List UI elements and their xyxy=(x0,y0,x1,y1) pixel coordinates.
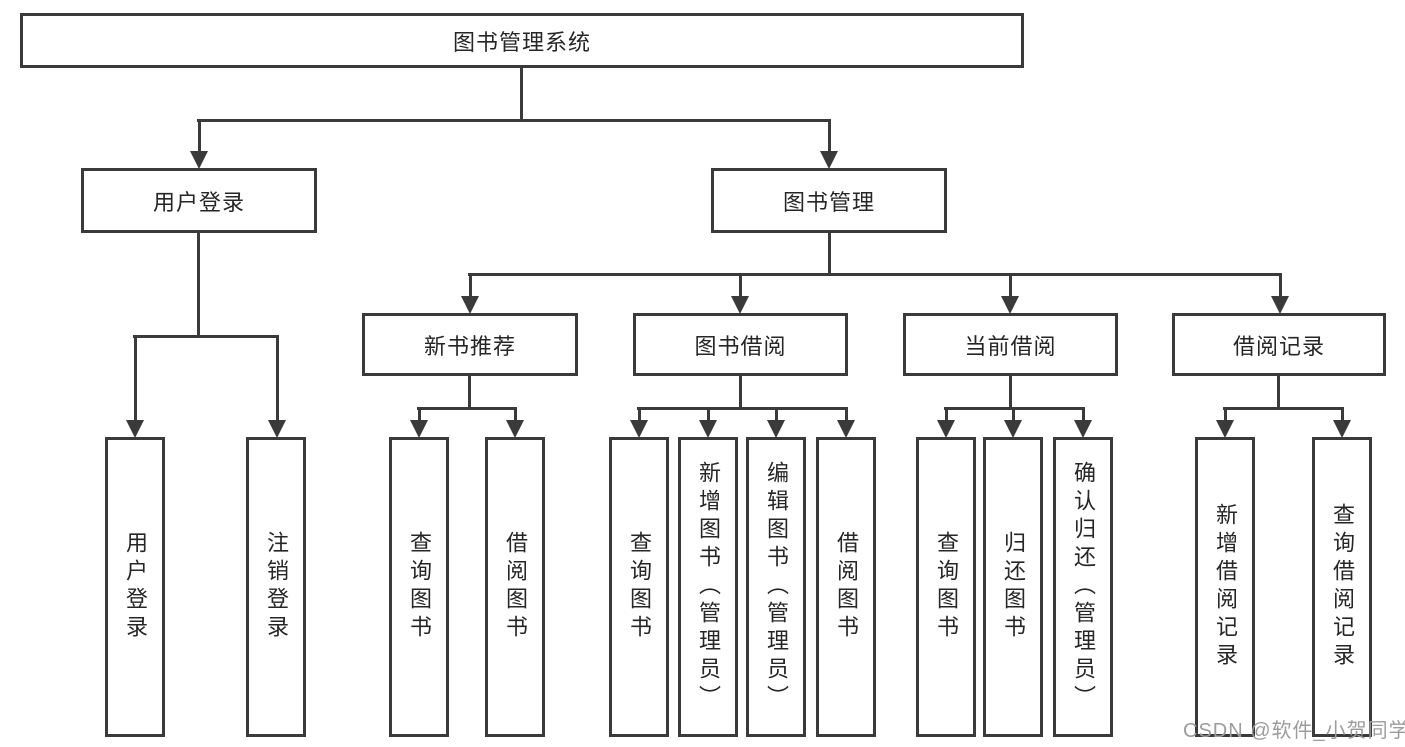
arrow-current-child-3 xyxy=(1074,407,1092,438)
arrow-to-book-management xyxy=(820,119,838,169)
connector-records-rail xyxy=(1223,407,1344,410)
leaf-borrow-query-books: 查询图书 xyxy=(609,437,669,737)
connector-borrow-trunk xyxy=(739,374,742,410)
leaf-return-books: 归还图书 xyxy=(983,437,1043,737)
arrow-to-borrow-records xyxy=(1271,273,1289,314)
leaf-borrow-borrow-books: 借阅图书 xyxy=(816,437,876,737)
node-book-borrow: 图书借阅 xyxy=(633,313,848,376)
arrow-to-leaf-user-login xyxy=(126,335,144,438)
node-borrow-records: 借阅记录 xyxy=(1172,313,1386,376)
leaf-add-book-admin: 新增图书（管理员） xyxy=(678,437,738,737)
connector-borrow-rail xyxy=(637,407,848,410)
arrow-to-leaf-logout xyxy=(268,335,286,438)
node-book-management: 图书管理 xyxy=(711,168,947,233)
arrow-records-child-1 xyxy=(1216,407,1234,438)
connector-root-trunk xyxy=(520,66,523,122)
leaf-add-borrow-record: 新增借阅记录 xyxy=(1195,437,1255,737)
csdn-watermark: CSDN @软件_小贺同学 xyxy=(1183,720,1405,742)
arrow-borrow-child-2 xyxy=(699,407,717,438)
leaf-confirm-return-admin: 确认归还（管理员） xyxy=(1053,437,1113,737)
arrow-recommend-child-1 xyxy=(410,407,428,438)
arrow-borrow-child-3 xyxy=(767,407,785,438)
leaf-user-login: 用户登录 xyxy=(105,437,165,737)
node-new-book-recommend: 新书推荐 xyxy=(362,313,578,376)
arrow-to-new-book-recommend xyxy=(461,273,479,314)
arrow-records-child-2 xyxy=(1333,407,1351,438)
arrow-to-user-login xyxy=(190,119,208,169)
node-user-login: 用户登录 xyxy=(81,168,317,233)
connector-current-trunk xyxy=(1009,374,1012,410)
leaf-edit-book-admin: 编辑图书（管理员） xyxy=(746,437,806,737)
arrow-current-child-1 xyxy=(937,407,955,438)
node-root: 图书管理系统 xyxy=(20,13,1024,68)
leaf-recommend-borrow-books: 借阅图书 xyxy=(485,437,545,737)
connector-level2-rail xyxy=(468,273,1282,276)
leaf-current-query-books: 查询图书 xyxy=(916,437,976,737)
arrow-borrow-child-4 xyxy=(837,407,855,438)
leaf-logout: 注销登录 xyxy=(246,437,306,737)
connector-book-mgmt-trunk xyxy=(828,231,831,275)
connector-recommend-rail xyxy=(417,407,517,410)
arrow-borrow-child-1 xyxy=(630,407,648,438)
arrow-recommend-child-2 xyxy=(506,407,524,438)
arrow-to-current-borrow xyxy=(1001,273,1019,314)
connector-records-trunk xyxy=(1277,374,1280,410)
arrow-to-book-borrow xyxy=(731,273,749,314)
connector-recommend-trunk xyxy=(468,374,471,410)
leaf-recommend-query-books: 查询图书 xyxy=(389,437,449,737)
connector-user-login-rail xyxy=(133,335,278,338)
node-current-borrow: 当前借阅 xyxy=(903,313,1118,376)
connector-user-login-trunk xyxy=(197,231,200,337)
leaf-query-borrow-record: 查询借阅记录 xyxy=(1312,437,1372,737)
arrow-current-child-2 xyxy=(1004,407,1022,438)
connector-level1-rail xyxy=(197,119,831,122)
